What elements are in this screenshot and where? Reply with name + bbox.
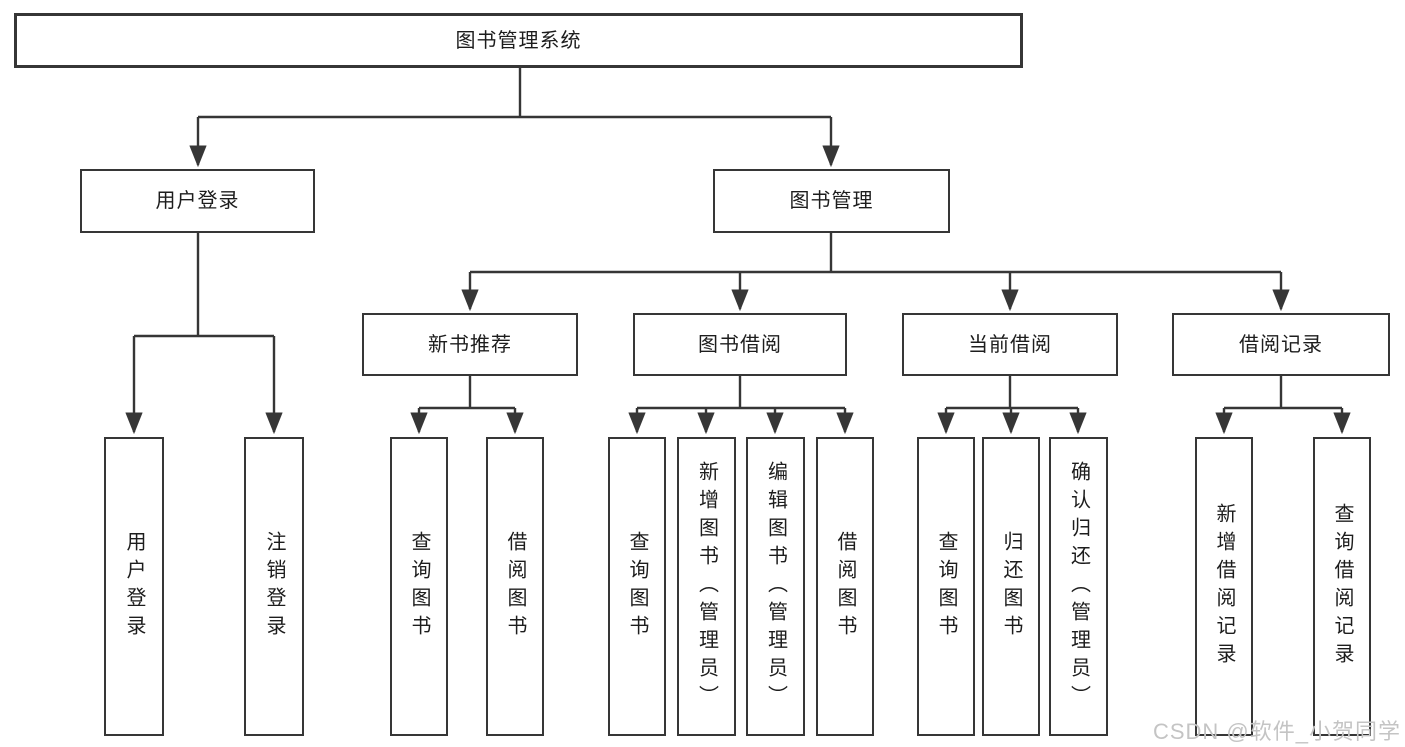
node-book-borrow: 图书借阅: [633, 313, 847, 376]
leaf-user-login: 用户登录: [104, 437, 164, 736]
csdn-watermark: CSDN @软件_小贺同学: [1152, 719, 1401, 744]
leaf-confirm-return-admin: 确认归还（管理员）: [1049, 437, 1108, 736]
leaf-return-books: 归还图书: [982, 437, 1040, 736]
connector-userlogin-trunk: [134, 233, 274, 338]
leaf-edit-books-admin: 编辑图书（管理员）: [746, 437, 805, 736]
node-current-borrow: 当前借阅: [902, 313, 1118, 376]
connector-bookborrow-trunk: [637, 376, 845, 410]
leaf-borrow-books: 借阅图书: [816, 437, 874, 736]
leaf-query-books-borrow: 查询图书: [608, 437, 666, 736]
leaf-add-books-admin: 新增图书（管理员）: [677, 437, 736, 736]
leaf-logout: 注销登录: [244, 437, 304, 736]
node-book-management: 图书管理: [713, 169, 950, 233]
node-borrow-records: 借阅记录: [1172, 313, 1390, 376]
connector-currentborrow-trunk: [946, 376, 1078, 410]
connector-bookmgmt-trunk: [470, 233, 1281, 274]
node-new-book-recommend: 新书推荐: [362, 313, 578, 376]
leaf-query-books-current: 查询图书: [917, 437, 975, 736]
node-user-login: 用户登录: [80, 169, 315, 233]
leaf-borrow-books-recommend: 借阅图书: [486, 437, 544, 736]
connector-root-trunk: [198, 67, 831, 119]
leaf-add-borrow-record: 新增借阅记录: [1195, 437, 1253, 736]
leaf-query-borrow-record: 查询借阅记录: [1313, 437, 1371, 736]
node-root-system: 图书管理系统: [14, 13, 1023, 68]
connector-records-trunk: [1224, 376, 1342, 410]
connector-newbook-trunk: [419, 376, 515, 410]
leaf-query-books-recommend: 查询图书: [390, 437, 448, 736]
